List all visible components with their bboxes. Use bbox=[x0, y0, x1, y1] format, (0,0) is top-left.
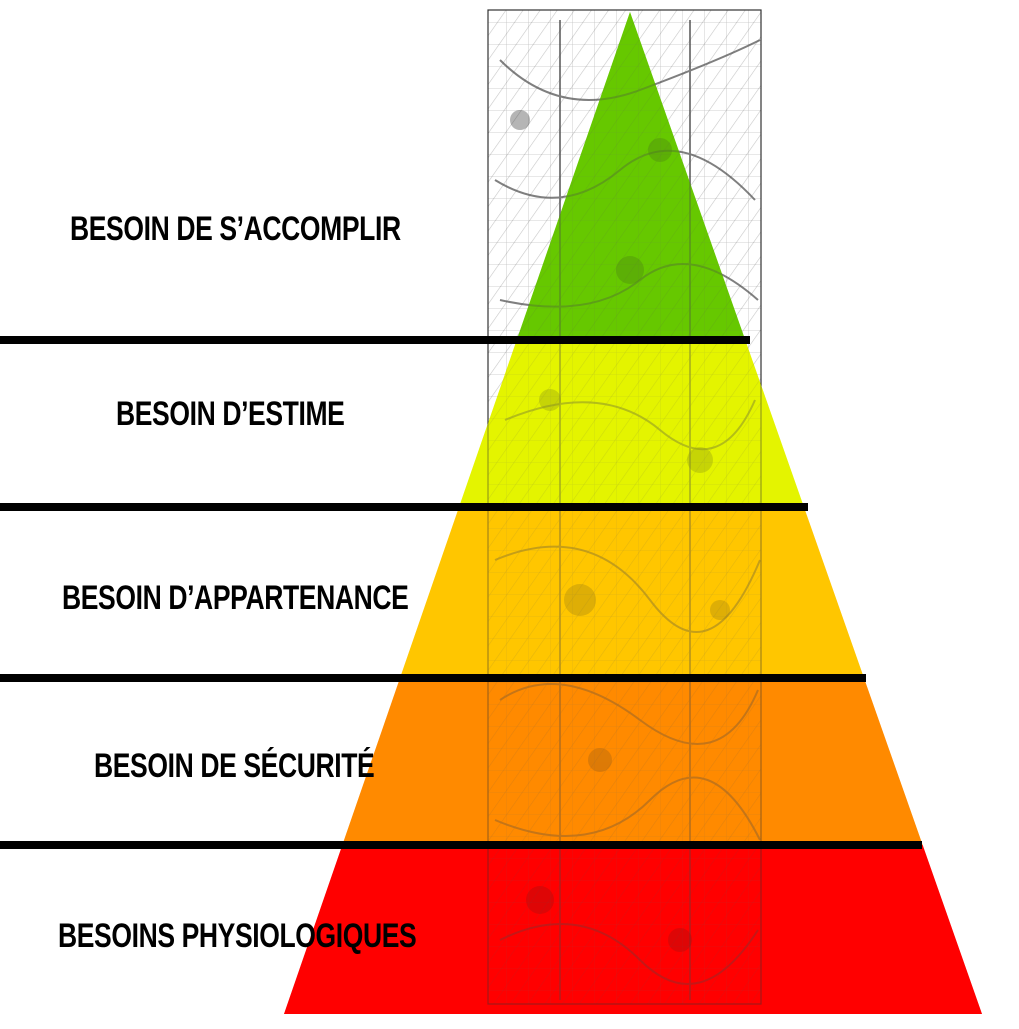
band-overlay-safety bbox=[342, 678, 923, 845]
band-overlay-self-actualization bbox=[516, 12, 746, 340]
band-overlay-belonging bbox=[400, 507, 864, 678]
level-label-esteem: BESOIN D’ESTIME bbox=[116, 395, 345, 433]
band-overlay-esteem bbox=[459, 340, 804, 507]
level-label-belonging: BESOIN D’APPARTENANCE bbox=[62, 579, 409, 617]
band-overlay-physiological bbox=[284, 845, 982, 1014]
level-label-physiological: BESOINS PHYSIOLOGIQUES bbox=[58, 917, 417, 955]
level-label-safety: BESOIN DE SÉCURITÉ bbox=[94, 747, 375, 785]
level-label-self-actualization: BESOIN DE S’ACCOMPLIR bbox=[70, 210, 401, 248]
